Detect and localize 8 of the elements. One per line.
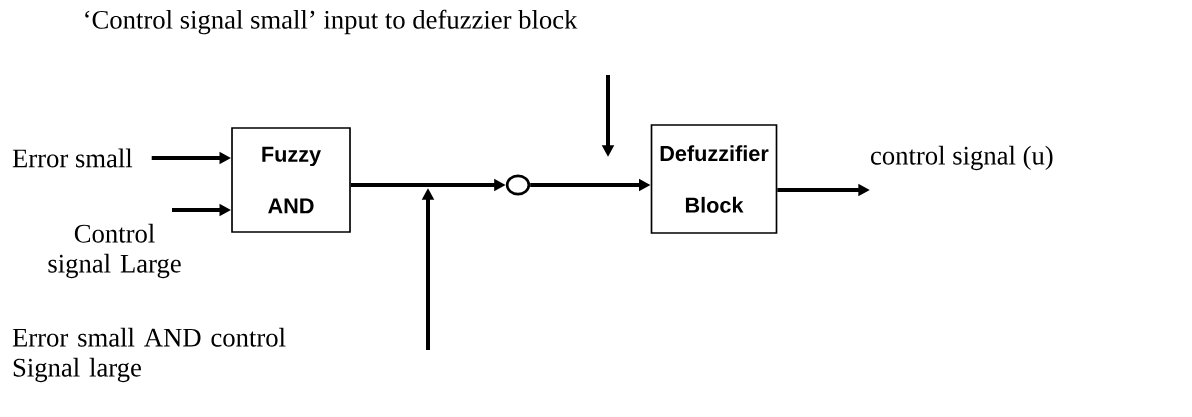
junction-circle (505, 174, 531, 196)
input-label: Error small (12, 148, 133, 168)
output-label: control signal (u) (871, 145, 1053, 171)
input-label: Control signal Large (48, 223, 181, 279)
process-box: Defuzzifier Block (650, 124, 778, 234)
signal-label: Error small AND control Signal large (12, 327, 286, 383)
process-box: Fuzzy AND (231, 127, 351, 233)
signal-label: ‘Control signal small’ input to defuzzier block (85, 9, 578, 35)
